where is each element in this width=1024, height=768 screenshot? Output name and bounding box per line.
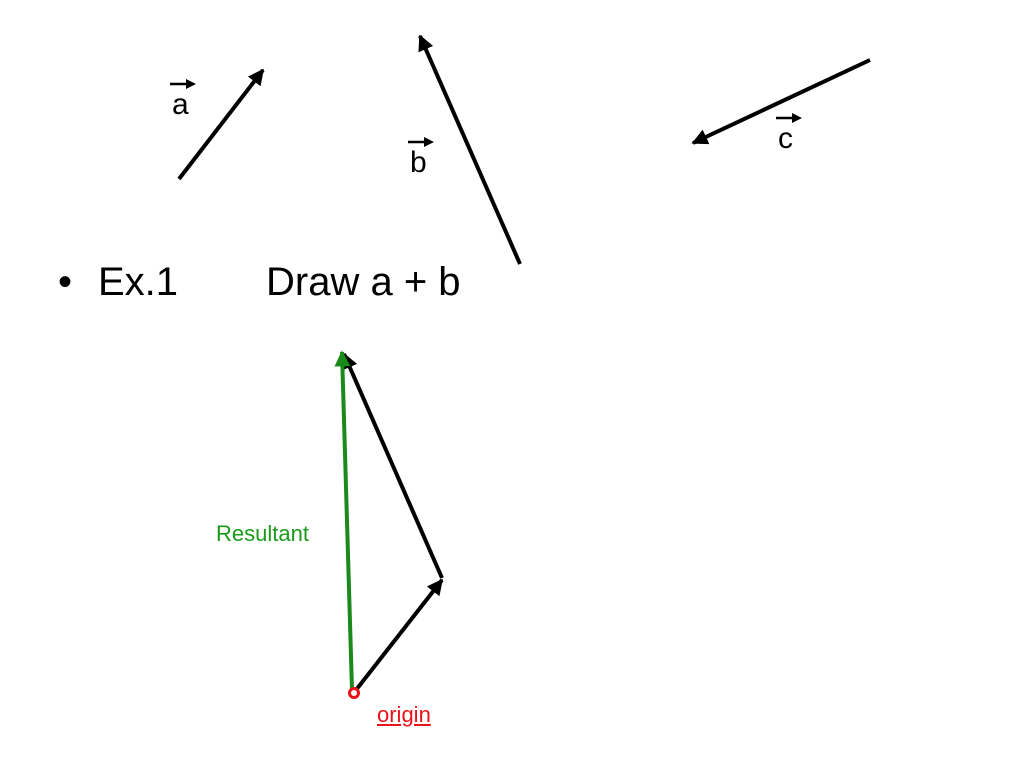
vector-a-label: a: [170, 79, 196, 121]
vector-a: [177, 68, 265, 181]
exercise-bullet: • Ex.1 Draw a + b: [58, 262, 461, 302]
vector-arrow-icon: [170, 79, 196, 89]
resultant-label: Resultant: [216, 521, 309, 546]
vector-arrow-icon: [776, 113, 802, 123]
vector-a-letter: a: [172, 88, 189, 121]
vector-arrow-icon: [408, 137, 434, 147]
exercise-instruction: Draw a + b: [266, 260, 461, 304]
bullet-marker: •: [58, 260, 73, 304]
vector-a-placed: [354, 578, 444, 692]
vector-c-label: c: [776, 113, 802, 155]
origin-label[interactable]: origin: [377, 702, 431, 727]
exercise-number: Ex.1: [98, 260, 179, 304]
vector-b-placed: [342, 352, 444, 579]
vector-c: [691, 58, 871, 145]
vector-b-letter: b: [410, 146, 427, 179]
origin-point: [348, 687, 360, 699]
vector-b-label: b: [408, 137, 434, 179]
vector-b: [418, 34, 522, 265]
vector-c-letter: c: [778, 122, 793, 155]
resultant-vector: [334, 350, 354, 691]
